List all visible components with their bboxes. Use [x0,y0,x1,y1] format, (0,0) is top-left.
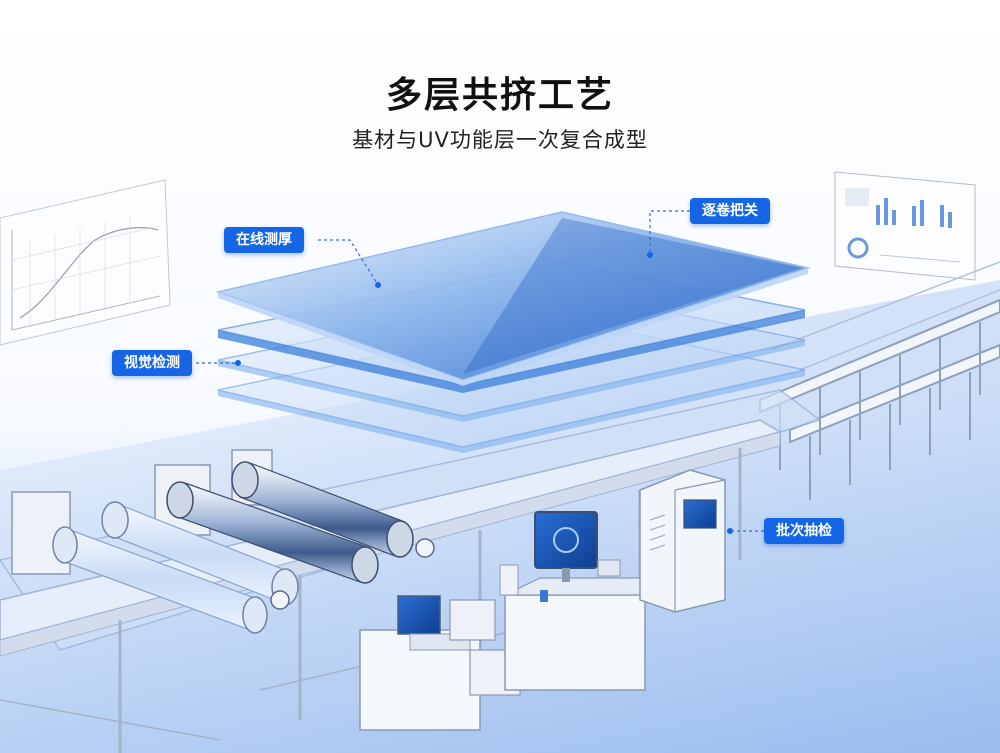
leader-roll-check [649,210,690,255]
leader-online-thickness [318,239,379,286]
leader-dot-online [375,282,381,288]
callout-online-thickness: 在线测厚 [224,227,304,253]
left-chart-panel [0,179,171,346]
right-dashboard-panel [834,171,976,281]
roller-unit [11,449,435,634]
control-console-center [499,511,681,691]
inspection-cabinet [639,469,726,613]
page-title: 多层共挤工艺 [385,75,614,116]
leader-dot-visual [235,360,241,366]
callout-batch-sampling: 批次抽检 [764,518,844,544]
callout-leaders [196,210,764,532]
callout-visual-inspection: 视觉检测 [112,350,192,376]
layer-stack [215,211,811,453]
leader-dot-roll [647,252,653,258]
callout-roll-check: 逐卷把关 [690,198,770,224]
page-subtitle: 基材与UV功能层一次复合成型 [352,128,648,152]
leader-dot-batch [727,528,733,534]
